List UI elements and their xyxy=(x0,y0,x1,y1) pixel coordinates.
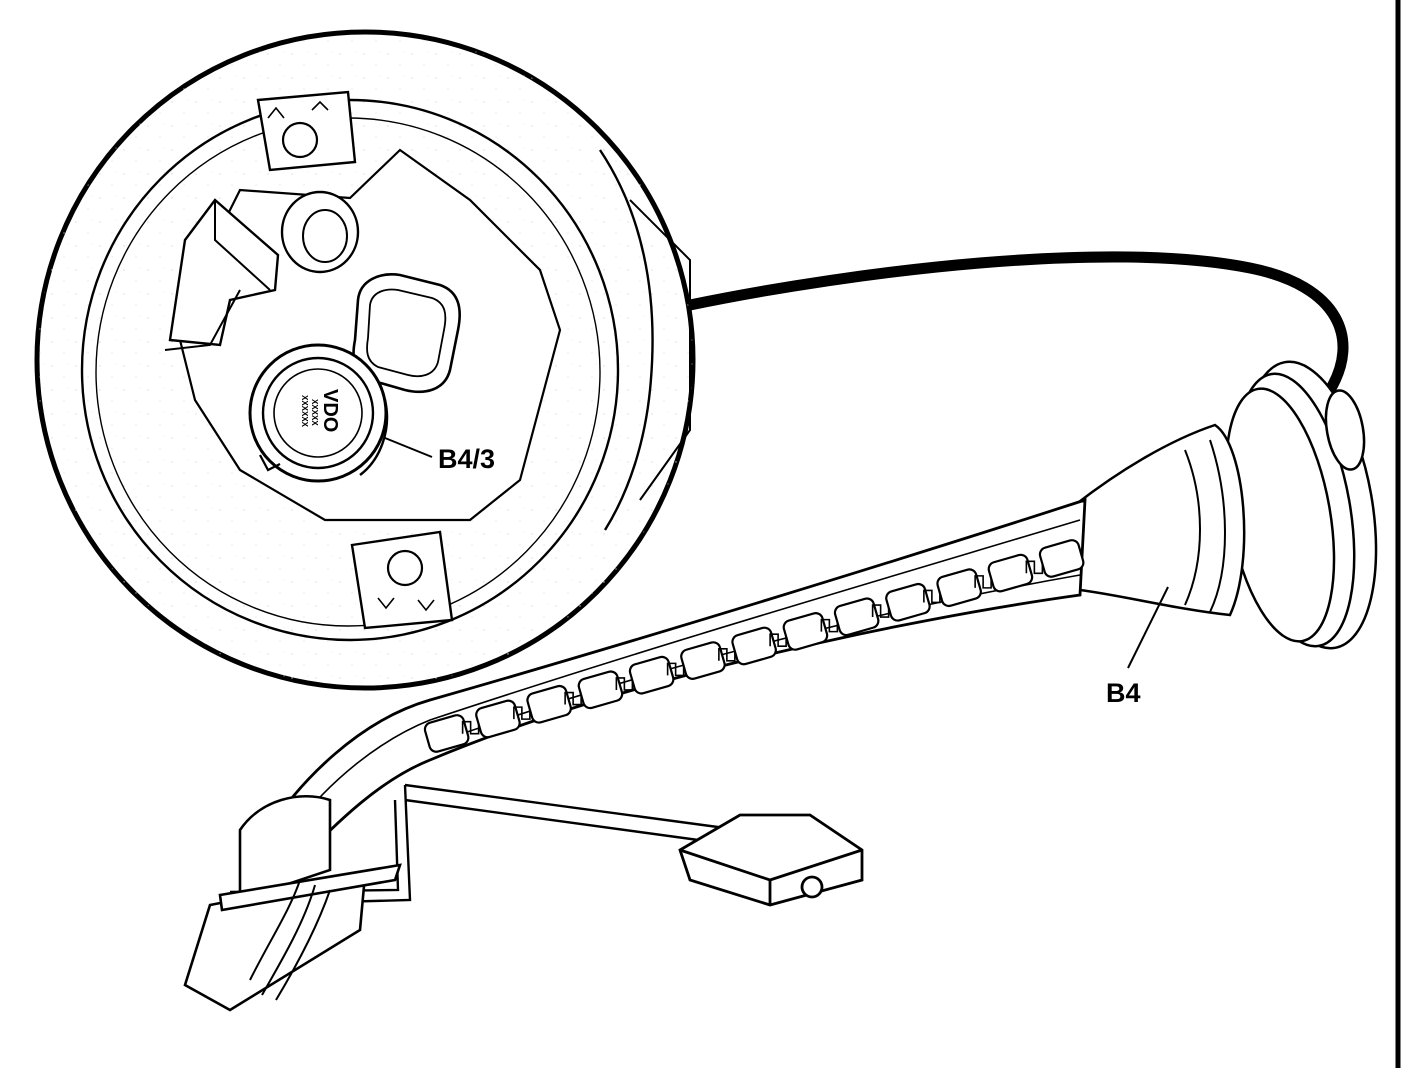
base-wires xyxy=(249,879,331,1001)
resistor-trace xyxy=(718,647,736,662)
resistor-pad xyxy=(526,684,572,724)
resistor-trace xyxy=(820,618,839,633)
sensor-code-2: XXXXXX xyxy=(300,395,309,428)
resistor-pad xyxy=(782,612,829,651)
resistor-pad xyxy=(628,655,675,695)
resistor-trace xyxy=(871,604,890,618)
sensor-code-1: XXXXX xyxy=(310,399,319,426)
leader-line-sender xyxy=(1127,586,1169,669)
sensor-brand: VDO xyxy=(319,389,341,432)
resistor-pad xyxy=(885,582,931,622)
resistor-trace xyxy=(923,589,941,604)
resistor-pad xyxy=(423,714,470,753)
sender-grommet xyxy=(1068,423,1246,617)
resistor-trace xyxy=(1025,560,1044,575)
resistor-trace xyxy=(666,662,685,677)
resistor-trace xyxy=(769,633,787,648)
resistor-pad xyxy=(731,626,777,666)
sender-flange xyxy=(1224,360,1378,650)
resistor-trace xyxy=(974,575,992,589)
label-sender: B4 xyxy=(1106,678,1141,708)
resistor-trace xyxy=(615,677,634,691)
grommet-rib xyxy=(1209,439,1226,613)
tank-cover-disc xyxy=(34,29,696,691)
resistor-pad xyxy=(833,597,880,637)
resistor-pad xyxy=(577,670,624,710)
resistor-trace xyxy=(564,691,582,706)
tab-markings xyxy=(267,100,435,612)
resistor-pad xyxy=(936,568,982,608)
resistor-pad xyxy=(987,553,1034,593)
resistor-pads xyxy=(423,539,1085,753)
resistor-pad xyxy=(475,699,521,739)
resistor-pad xyxy=(1038,539,1085,578)
sensor-markings: VDO XXXXX XXXXXX xyxy=(300,389,341,432)
resistor-trace xyxy=(461,720,480,735)
resistor-pad xyxy=(680,641,726,680)
leader-line-sensor xyxy=(384,437,433,458)
sender-base xyxy=(183,794,402,1012)
strip-inner-edge xyxy=(291,519,1081,831)
cable xyxy=(684,251,1349,396)
resistor-trace xyxy=(513,706,531,720)
grommet-rib xyxy=(1184,449,1201,606)
label-sensor: B4/3 xyxy=(438,444,495,474)
float-arm xyxy=(404,783,741,847)
float xyxy=(678,813,864,907)
